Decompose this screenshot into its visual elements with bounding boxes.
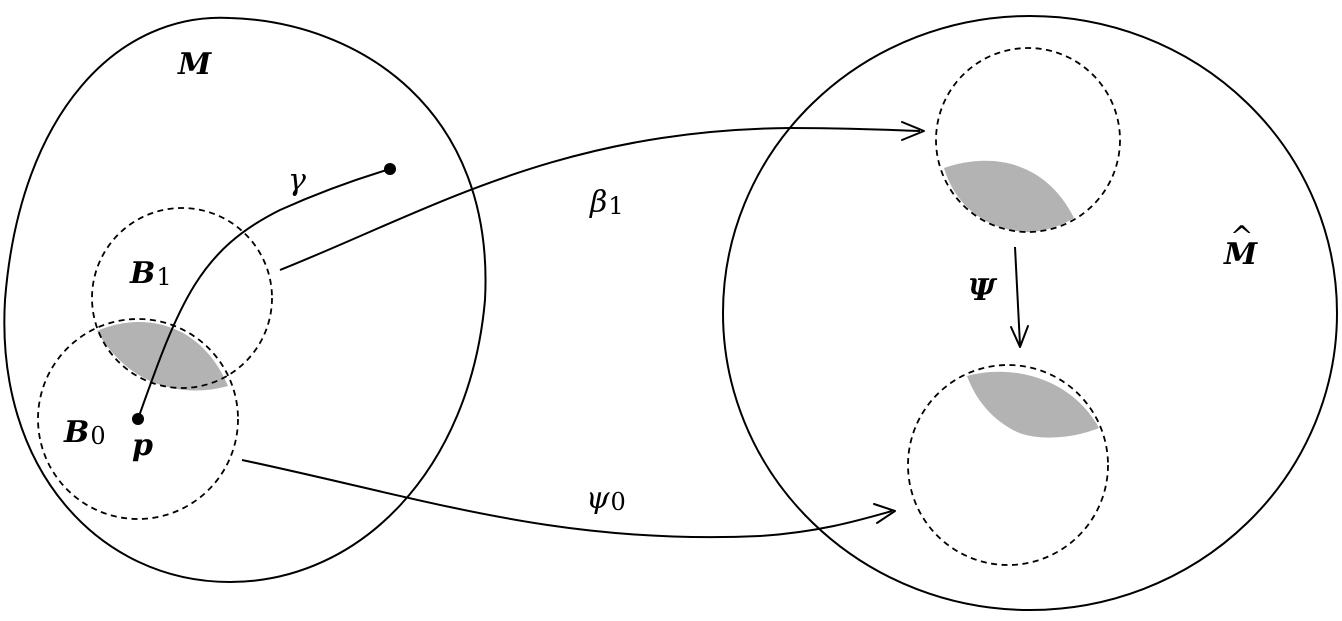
label-ball-b1: B1 [129, 256, 172, 291]
ball-image-beta [935, 47, 1121, 233]
ball-image-psi0 [907, 364, 1109, 566]
label-ball-b0-base: B [63, 415, 89, 450]
manifold-m-hat-outline [722, 15, 1338, 611]
ball-b0 [37, 318, 239, 520]
point-p-dot [132, 413, 144, 425]
curve-endpoint-dot [384, 163, 396, 175]
label-manifold-m: M [177, 47, 212, 82]
label-ball-b0: B0 [63, 415, 106, 450]
label-Psi: Ψ [968, 273, 998, 308]
label-psi0: ψ0 [586, 481, 626, 516]
arrow-psi0 [241, 459, 893, 539]
arrow-Psi-head [1010, 325, 1029, 348]
arrow-beta1-head [901, 121, 925, 141]
label-gamma: γ [288, 163, 306, 198]
label-ball-b1-base: B [129, 256, 155, 291]
label-psi0-sub: 0 [611, 488, 626, 516]
arrow-psi0-head [873, 503, 896, 524]
label-ball-b1-sub: 1 [156, 263, 171, 291]
arrow-Psi [1014, 246, 1021, 346]
curve-gamma [137, 168, 391, 420]
overlap-region-bottom-right [967, 371, 1099, 438]
overlap-region-left [97, 322, 228, 391]
label-hat-mark: ^ [1230, 220, 1253, 253]
overlap-region-top-right [944, 160, 1074, 232]
label-point-p: p [132, 428, 153, 463]
label-beta1-base: β [589, 185, 607, 220]
ball-b1 [91, 207, 273, 389]
manifold-m-outline [3, 16, 487, 584]
label-psi0-base: ψ [586, 481, 610, 516]
label-ball-b0-sub: 0 [90, 422, 105, 450]
label-manifold-m-hat: M [1223, 237, 1258, 272]
label-beta1: β1 [589, 185, 624, 220]
label-beta1-sub: 1 [608, 192, 623, 220]
arrow-beta1 [279, 126, 921, 271]
